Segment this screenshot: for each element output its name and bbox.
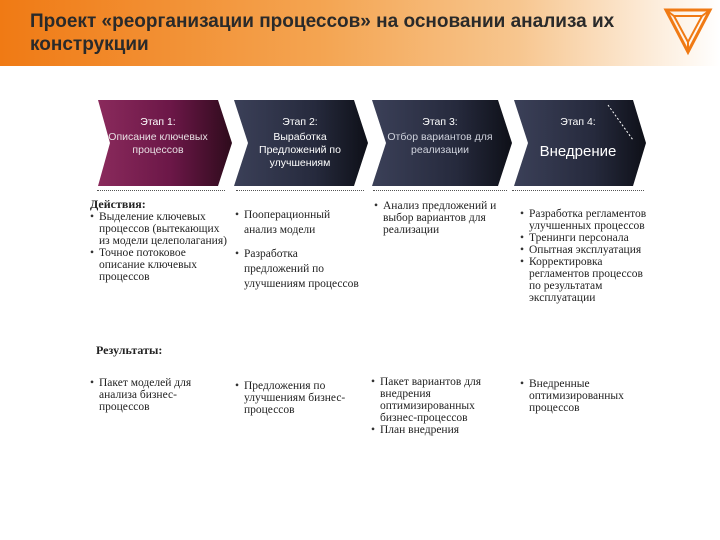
stage-4-chevron: [514, 100, 646, 186]
stage-4-label: Внедрение: [539, 143, 617, 160]
list-item: Опытная эксплуатация: [520, 244, 655, 256]
results-column-2: Предложения по улучшениям бизнес-процесс…: [235, 380, 367, 416]
actions-header: Действия:: [90, 197, 146, 211]
actions-column-3: Анализ предложений и выбор вариантов для…: [374, 200, 506, 236]
stage-2-chevron: [234, 100, 368, 186]
stage-chevrons: [98, 100, 646, 186]
list-item: Внедренные оптимизированных процессов: [520, 378, 650, 414]
stage-1-chevron: [98, 100, 232, 186]
page-title: Проект «реорганизации процессов» на осно…: [30, 11, 615, 55]
list-item: Корректировка регламентов процессов по р…: [520, 256, 655, 304]
stage-1-label: Описание ключевых процессов: [108, 131, 208, 156]
stage-4-divider: [512, 190, 644, 191]
results-column-1: Пакет моделей для анализа бизнес-процесс…: [90, 377, 224, 413]
stage-1-divider: [97, 190, 225, 191]
list-item: Пакет моделей для анализа бизнес-процесс…: [90, 377, 224, 413]
stage-3: Этап 3: Отбор вариантов для реализации: [380, 116, 500, 157]
list-item: Выделение ключевых процессов (вытекающих…: [90, 211, 230, 247]
stage-4: Этап 4: Внедрение: [518, 116, 638, 163]
stage-1: Этап 1: Описание ключевых процессов: [98, 116, 218, 157]
stage-2-divider: [236, 190, 364, 191]
list-item: Разработка регламентов улучшенных процес…: [520, 208, 655, 232]
stage-3-divider: [373, 190, 507, 191]
actions-column-4: Разработка регламентов улучшенных процес…: [520, 208, 655, 304]
stage-3-chevron: [372, 100, 512, 186]
list-item: Точное потоковое описание ключевых проце…: [90, 247, 230, 283]
results-column-3: Пакет вариантов для внедрения оптимизиро…: [371, 376, 509, 436]
list-item: Пакет вариантов для внедрения оптимизиро…: [371, 376, 509, 424]
list-item: План внедрения: [371, 424, 509, 436]
impossible-triangle-logo-icon: [663, 8, 713, 56]
actions-column-1: Действия: Выделение ключевых процессов (…: [90, 198, 230, 283]
results-column-4: Внедренные оптимизированных процессов: [520, 378, 650, 414]
list-item: Разработка предложений по улучшениям про…: [235, 247, 363, 292]
stage-2-label: Выработка Предложений по улучшениям: [259, 131, 341, 169]
title-bar: [0, 0, 720, 66]
stage-4-number: Этап 4:: [560, 116, 596, 128]
stage-3-label: Отбор вариантов для реализации: [387, 131, 493, 156]
list-item: Предложения по улучшениям бизнес-процесс…: [235, 380, 367, 416]
stage-3-number: Этап 3:: [422, 116, 458, 128]
actions-column-2: Пооперационный анализ модели Разработка …: [235, 208, 363, 292]
stage-2-number: Этап 2:: [282, 116, 318, 128]
stage-2: Этап 2: Выработка Предложений по улучшен…: [240, 116, 360, 170]
stage-1-number: Этап 1:: [140, 116, 176, 128]
list-item: Анализ предложений и выбор вариантов для…: [374, 200, 506, 236]
list-item: Пооперационный анализ модели: [235, 208, 363, 238]
results-header: Результаты:: [96, 343, 163, 357]
list-item: Тренинги персонала: [520, 232, 655, 244]
